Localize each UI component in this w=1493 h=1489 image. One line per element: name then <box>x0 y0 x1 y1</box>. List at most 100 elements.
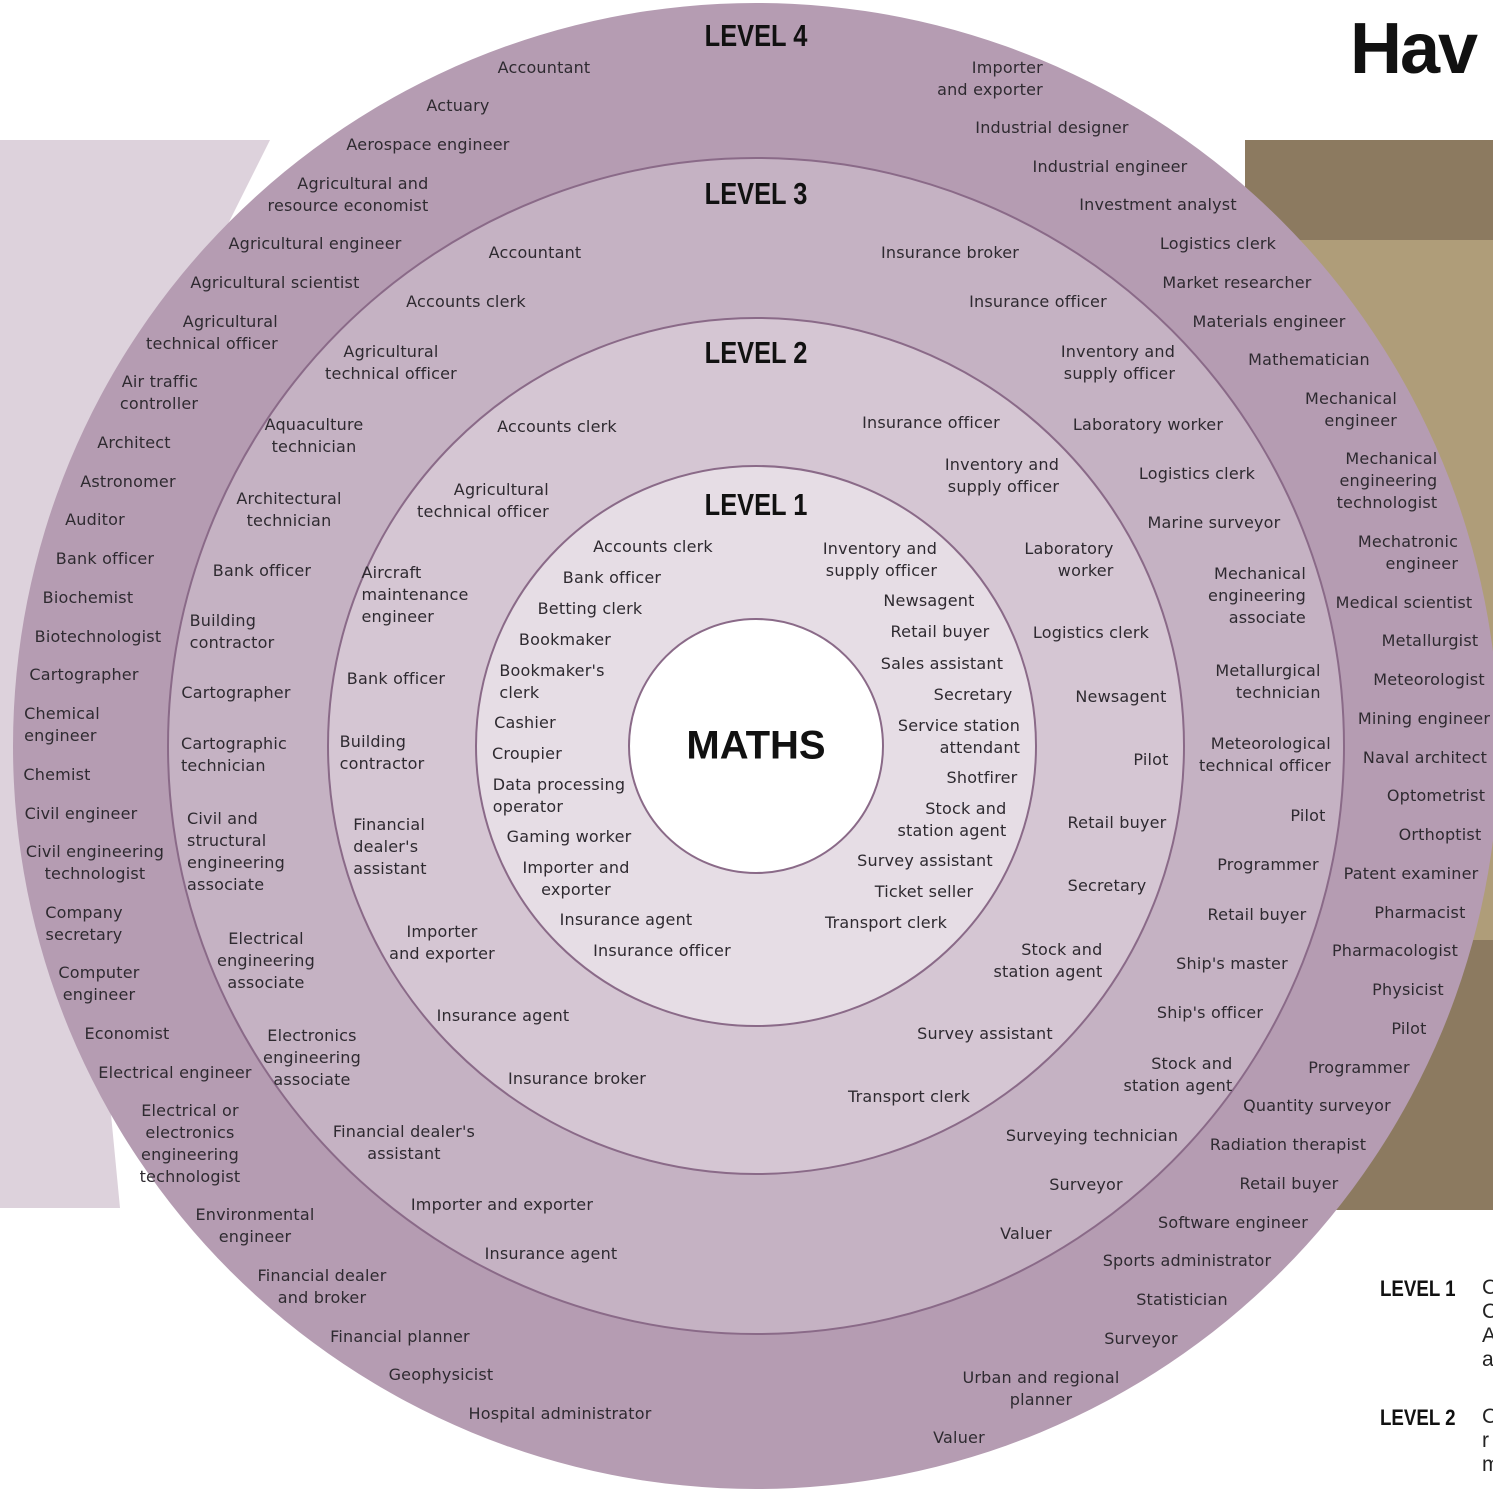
job-label-line: Secretary <box>1067 876 1147 895</box>
job-label-line: Inventory and <box>944 455 1060 474</box>
job-label-line: Mechatronic <box>1357 532 1459 551</box>
job-label-line: dealer's <box>353 837 419 856</box>
job-label-line: Electrical <box>228 929 304 948</box>
job-level1: Retail buyer <box>891 621 990 643</box>
job-level4: Optometrist <box>1387 785 1485 807</box>
job-label-line: Valuer <box>933 1428 985 1447</box>
job-label-line: station agent <box>1123 1076 1233 1095</box>
job-label-line: Pilot <box>1391 1019 1427 1038</box>
job-label-line: Survey assistant <box>857 851 993 870</box>
job-label-line: attendant <box>939 738 1021 757</box>
job-label-line: Software engineer <box>1157 1213 1309 1232</box>
job-level1: Shotfirer <box>947 767 1018 789</box>
job-label-line: Economist <box>84 1024 170 1043</box>
job-level4: Logistics clerk <box>1160 233 1276 255</box>
job-label-line: Insurance agent <box>484 1244 618 1263</box>
job-level4: Hospital administrator <box>469 1403 652 1425</box>
legend-line: A <box>1482 1324 1493 1347</box>
legend-level-2-text: C r m <box>1482 1405 1493 1477</box>
job-label-line: technical officer <box>146 334 278 353</box>
job-label-line: Logistics clerk <box>1159 234 1277 253</box>
job-label-line: Importer <box>971 58 1043 77</box>
job-level1: Insurance officer <box>593 940 731 962</box>
level-1-label: LEVEL 1 <box>704 487 808 522</box>
job-label-line: associate <box>273 1070 351 1089</box>
job-level4: Valuer <box>933 1427 985 1449</box>
job-label-line: Geophysicist <box>388 1365 494 1384</box>
job-label-line: technical officer <box>417 502 549 521</box>
job-label-line: Newsagent <box>1075 687 1167 706</box>
job-level4: Agricultural scientist <box>190 272 359 294</box>
job-level3: Programmer <box>1217 854 1319 876</box>
job-label-line: Biotechnologist <box>34 627 162 646</box>
job-label-line: engineering <box>217 951 315 970</box>
job-label-line: associate <box>1228 608 1306 627</box>
job-label-line: Importer and exporter <box>410 1195 594 1214</box>
job-level3: Importer and exporter <box>411 1194 593 1216</box>
job-label-line: contractor <box>189 633 275 652</box>
job-label-line: Insurance broker <box>880 243 1020 262</box>
job-level4: Pharmacologist <box>1332 940 1458 962</box>
job-level4: Financial planner <box>330 1326 470 1348</box>
job-level4: Chemist <box>23 764 90 786</box>
job-level4: Biotechnologist <box>35 626 162 648</box>
job-label-line: Auditor <box>65 510 125 529</box>
job-label-line: Quantity surveyor <box>1243 1096 1391 1115</box>
job-label-line: Mathematician <box>1248 350 1370 369</box>
job-level4: Retail buyer <box>1240 1173 1339 1195</box>
job-label-line: contractor <box>339 754 425 773</box>
job-level4: Programmer <box>1308 1057 1410 1079</box>
job-label-line: Transport clerk <box>824 913 948 932</box>
job-label-line: Logistics clerk <box>1138 464 1256 483</box>
job-label-line: Agricultural <box>182 312 278 331</box>
job-level4: Cartographer <box>29 664 138 686</box>
job-level4: Mining engineer <box>1358 708 1490 730</box>
job-label-line: Mechanical <box>1345 449 1438 468</box>
job-level3: Pilot <box>1290 805 1325 827</box>
job-level4: Meteorologist <box>1373 669 1485 691</box>
job-label-line: Financial planner <box>330 1327 470 1346</box>
job-label-line: Statistician <box>1136 1290 1228 1309</box>
job-label-line: Insurance broker <box>507 1069 647 1088</box>
job-label-line: Surveyor <box>1049 1175 1123 1194</box>
job-label-line: Actuary <box>426 96 490 115</box>
job-label-line: Inventory and <box>822 539 938 558</box>
job-label-line: Mining engineer <box>1357 709 1491 728</box>
job-label-line: engineer <box>361 607 435 626</box>
job-level4: Economist <box>84 1023 169 1045</box>
job-level1: Gaming worker <box>507 826 632 848</box>
job-level3: Marine surveyor <box>1148 512 1281 534</box>
job-level1: Accounts clerk <box>593 536 713 558</box>
job-label-line: Secretary <box>933 685 1013 704</box>
job-label-line: Retail buyer <box>1239 1174 1339 1193</box>
job-label-line: Hospital administrator <box>468 1404 652 1423</box>
page-title: Hav <box>1350 9 1478 89</box>
job-level4: Agricultural engineer <box>228 233 401 255</box>
job-label-line: Aerospace engineer <box>346 135 510 154</box>
job-level2: Transport clerk <box>848 1086 970 1108</box>
job-label-line: Programmer <box>1308 1058 1410 1077</box>
job-level1: Secretary <box>934 684 1013 706</box>
job-level2: Insurance officer <box>862 412 1000 434</box>
job-level4: Software engineer <box>1158 1212 1308 1234</box>
job-label-line: Ship's officer <box>1156 1003 1264 1022</box>
job-label-line: Financial dealer's <box>332 1122 476 1141</box>
job-label-line: Retail buyer <box>1207 905 1307 924</box>
job-label-line: planner <box>1009 1390 1073 1409</box>
